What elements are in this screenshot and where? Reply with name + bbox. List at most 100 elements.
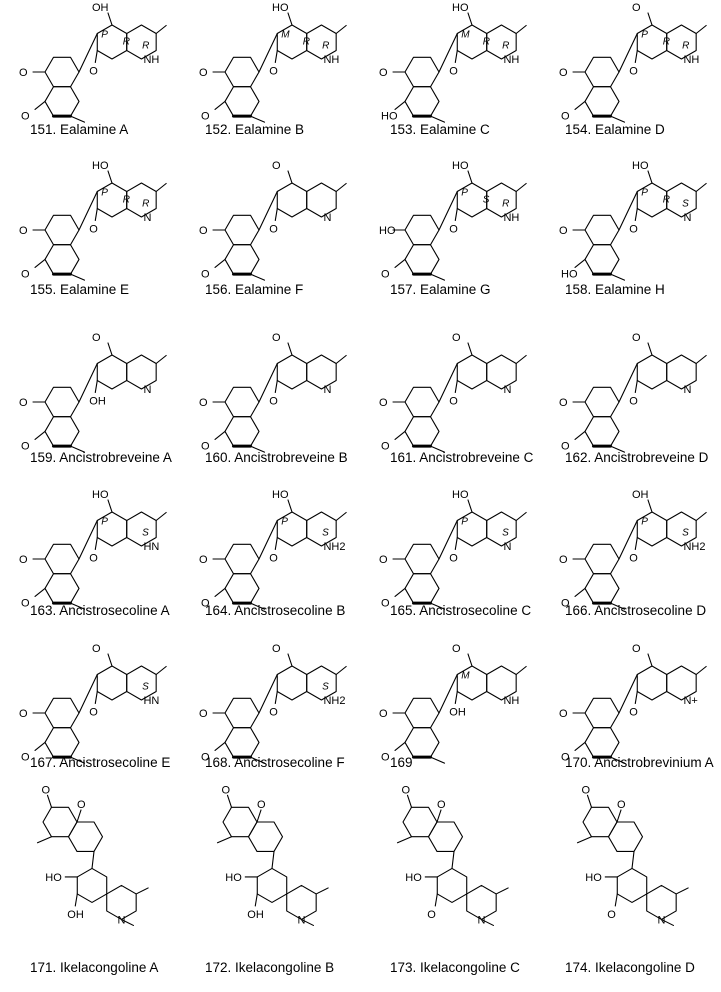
methoxy-bond (214, 258, 226, 268)
naphthalene-ring-lower (584, 244, 620, 275)
nitrogen-label: NH (323, 54, 339, 66)
left-substituent-label: O (77, 799, 86, 811)
aryl-ring (636, 354, 668, 390)
left-substituent-label: HO (379, 225, 396, 237)
methyl-bond (36, 836, 53, 844)
nitrogen-label: N (143, 212, 151, 224)
compound-caption: 163. Ancistrosecoline A (30, 603, 170, 618)
naphthalene-ring-upper (404, 697, 440, 729)
methyl-bond (216, 836, 233, 844)
lower-substituent-label: O (269, 707, 278, 719)
methyl-bond (609, 115, 626, 123)
top-substituent-label: O (452, 332, 461, 344)
methyl-bond (396, 836, 413, 844)
top-substituent-label: HO (272, 2, 289, 14)
axis-configuration-label: P (101, 30, 108, 41)
naphthalene-ring-upper (44, 56, 80, 88)
top-substituent-label: O (272, 160, 281, 172)
stereocenter-label: R (682, 41, 689, 52)
naphthalene-ring-upper (224, 214, 260, 246)
compound-caption: 172. Ikelacongoline B (205, 960, 335, 975)
naphthalene-ring-upper (404, 214, 440, 246)
left-substituent-label: O (559, 397, 568, 409)
substituent-bond (454, 690, 458, 705)
substituent-bond (274, 690, 278, 705)
stereocenter-label: R (483, 37, 490, 48)
substituent-bond (647, 653, 653, 667)
aryl-ring (636, 665, 668, 701)
substituent-bond (467, 342, 473, 356)
biaryl-axis-bond (91, 850, 95, 869)
nitrogen-label: NH2 (323, 541, 345, 553)
lower-substituent-label: O (89, 707, 98, 719)
naphthalene-ring-upper (44, 386, 80, 418)
left-substituent-label: O (201, 751, 210, 763)
naphthalene-ring-upper (44, 214, 80, 246)
methyl-bond (609, 602, 626, 610)
heterocycle-ring (666, 354, 697, 390)
methyl-bond (429, 445, 446, 453)
stereocenter-label: R (663, 37, 670, 48)
nitrogen-label: N (143, 384, 151, 396)
substituent-bond (634, 49, 638, 64)
biaryl-axis-bond (438, 32, 458, 73)
stereocenter-label: R (142, 41, 149, 52)
substituent-bond (287, 342, 293, 356)
methoxy-bond (394, 587, 406, 597)
naphthalene-ring-upper (584, 56, 620, 88)
naphthalene-ring-right (427, 821, 464, 852)
methoxy-bond (256, 809, 262, 823)
top-substituent-label: O (92, 643, 101, 655)
heterocycle-ring (306, 182, 337, 218)
top-substituent-label: HO (405, 872, 422, 884)
compound-caption: 154. Ealamine D (565, 122, 665, 137)
nitrogen-label: N (477, 914, 485, 926)
substituent-bond (634, 690, 638, 705)
lower-substituent-label: O (269, 66, 278, 78)
biaryl-axis-bond (78, 190, 98, 231)
methyl-bond (429, 602, 446, 610)
substituent-bond (634, 536, 638, 551)
axis-configuration-label: M (461, 30, 470, 41)
substituent-bond (634, 379, 638, 394)
stereocenter-label: S (322, 528, 329, 539)
lower-substituent-label: O (89, 66, 98, 78)
axis-configuration-label: P (461, 517, 468, 528)
top-substituent-label: HO (92, 489, 109, 501)
heterocycle-ring (126, 354, 157, 390)
methoxy-bond (574, 430, 586, 440)
nitrogen-label: N (683, 384, 691, 396)
lower-substituent-label: O (269, 396, 278, 408)
compound-caption: 153. Ealamine C (390, 122, 490, 137)
naphthalene-ring-lower (224, 86, 260, 117)
axis-configuration-label: P (641, 188, 648, 199)
methyl-bond (120, 918, 134, 926)
compound-caption: 167. Ancistrosecoline E (30, 755, 171, 770)
biaryl-axis-bond (438, 190, 458, 231)
lower-substituent-label: O (629, 553, 638, 565)
methyl-bond (495, 887, 509, 895)
naphthalene-ring-upper (404, 386, 440, 418)
lower-substituent-label: O (629, 707, 638, 719)
substituent-bond (94, 536, 98, 551)
axis-configuration-label: P (461, 188, 468, 199)
stereocenter-label: R (502, 199, 509, 210)
left-substituent-label: O (381, 597, 390, 609)
methoxy-bond (214, 430, 226, 440)
methyl-bond (135, 887, 149, 895)
left-substituent-label: O (201, 268, 210, 280)
methyl-bond (249, 445, 266, 453)
substituent-bond (647, 170, 653, 184)
methyl-bond (515, 354, 527, 365)
methoxy-bond (34, 430, 46, 440)
lower-substituent-label: O (449, 553, 458, 565)
